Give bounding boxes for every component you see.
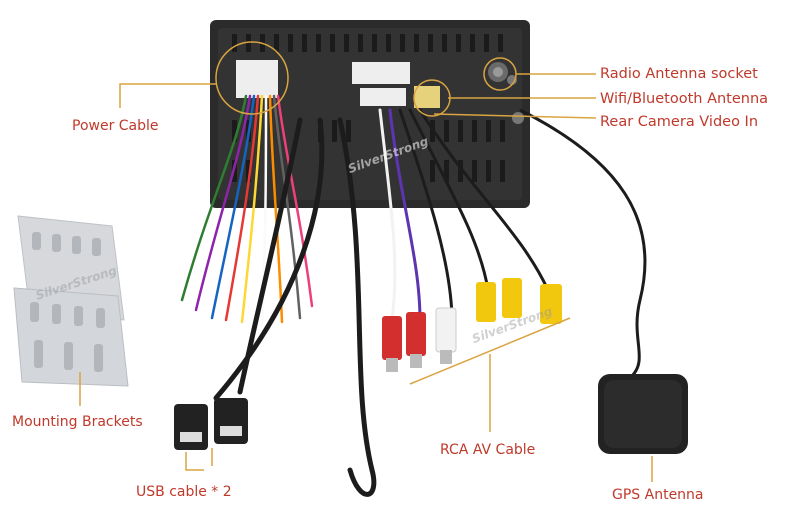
label-gps-antenna: GPS Antenna (612, 487, 704, 503)
usb-cables-art (213, 117, 377, 497)
rca-cables-art (378, 108, 550, 322)
label-mounting-brackets: Mounting Brackets (12, 414, 143, 430)
gps-antenna-art (519, 108, 688, 454)
mounting-brackets-art (13, 215, 129, 387)
label-rca-av-cable: RCA AV Cable (440, 442, 536, 458)
label-wifi-bt-antenna: Wifi/Bluetooth Antenna (600, 91, 769, 107)
rca-plugs (382, 278, 562, 372)
label-rear-camera: Rear Camera Video In (600, 114, 759, 130)
usb-plugs (174, 398, 248, 450)
label-usb-cable: USB cable * 2 (136, 484, 232, 500)
label-power-cable: Power Cable (72, 118, 159, 134)
callout-lines (79, 73, 653, 482)
label-radio-antenna: Radio Antenna socket (600, 66, 758, 82)
